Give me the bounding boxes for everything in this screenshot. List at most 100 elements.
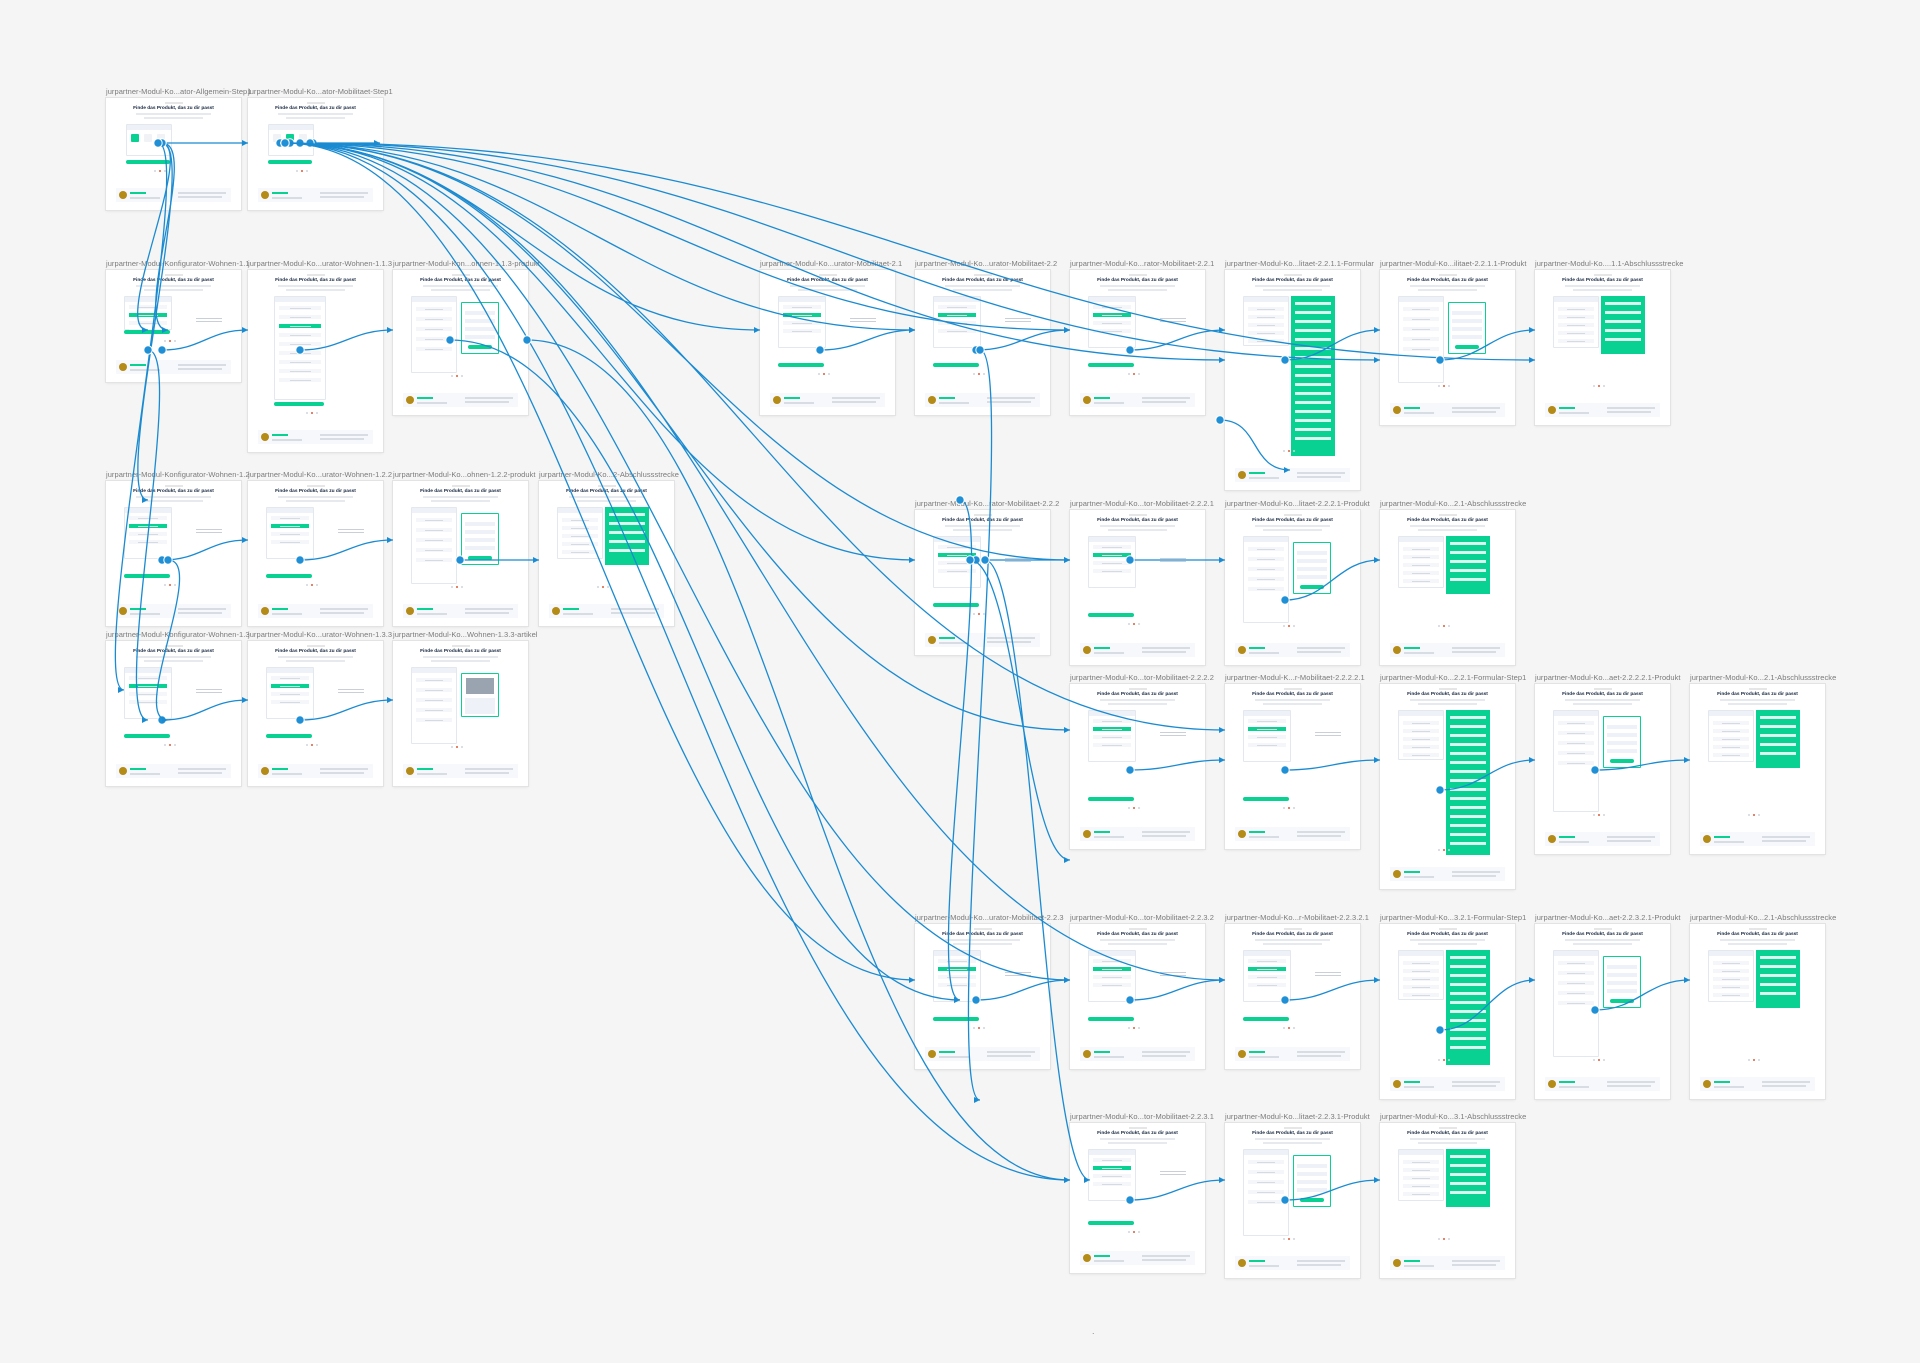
artboard-m22321[interactable]: Finde das Produkt, das zu dir passt	[1225, 924, 1360, 1069]
artboard-w12[interactable]: Finde das Produkt, das zu dir passt	[106, 481, 241, 626]
artboard-m2222[interactable]: Finde das Produkt, das zu dir passt	[1070, 684, 1205, 849]
artboard-m222x[interactable]: Finde das Produkt, das zu dir passt	[915, 510, 1050, 655]
page-dot	[164, 584, 166, 586]
artboard-m22321a[interactable]: Finde das Produkt, das zu dir passt	[1690, 924, 1825, 1099]
answer-option	[937, 553, 977, 557]
question-card	[1088, 536, 1136, 588]
artboard-m2221[interactable]: Finde das Produkt, das zu dir passt	[1070, 510, 1205, 665]
form-field	[1449, 1182, 1487, 1185]
artboard-m22321p[interactable]: Finde das Produkt, das zu dir passt	[1535, 924, 1670, 1099]
artboard-m2211f[interactable]: Finde das Produkt, das zu dir passt	[1225, 270, 1360, 490]
option-label-line	[1102, 720, 1122, 722]
side-note	[1160, 1171, 1186, 1181]
footer-note-line	[272, 613, 302, 615]
artboard-m2221p[interactable]: Finde das Produkt, das zu dir passt	[1225, 510, 1360, 665]
footer-note-line	[1762, 840, 1806, 842]
artboard-m2321fs[interactable]: Finde das Produkt, das zu dir passt	[1380, 924, 1515, 1099]
artboard-title: jurpartner-Modul-Ko...tor-Mobilitaet-2.2…	[1070, 1112, 1214, 1121]
answer-option	[782, 313, 822, 317]
footer-note-line	[465, 401, 509, 403]
rating-stars	[130, 608, 146, 610]
answer-option	[1092, 321, 1132, 325]
summary-row	[1247, 315, 1285, 319]
page-dot	[1593, 385, 1595, 387]
artboard-w113[interactable]: Finde das Produkt, das zu dir passt	[248, 270, 383, 452]
page-dot	[456, 746, 458, 748]
footer-strip	[1080, 1251, 1195, 1265]
artboard-w11[interactable]: Finde das Produkt, das zu dir passt	[106, 270, 241, 382]
artboard-m22[interactable]: Finde das Produkt, das zu dir passt	[915, 270, 1050, 415]
form-field	[608, 522, 646, 525]
summary-line	[1721, 746, 1741, 748]
summary-line	[1411, 978, 1431, 980]
page-dot	[316, 744, 318, 746]
artboard-m2211a[interactable]: Finde das Produkt, das zu dir passt	[1535, 270, 1670, 425]
page-dot	[311, 744, 313, 746]
artboard-w133a[interactable]: Finde das Produkt, das zu dir passt	[393, 641, 528, 786]
reviewer-avatar	[261, 607, 269, 615]
select-product-button	[468, 345, 492, 349]
form-field	[1449, 983, 1487, 986]
summary-card	[557, 507, 603, 559]
artboard-m223[interactable]: Finde das Produkt, das zu dir passt	[915, 924, 1050, 1069]
answer-option	[1247, 975, 1287, 979]
artboard-m2211p[interactable]: Finde das Produkt, das zu dir passt	[1380, 270, 1515, 425]
artboard-m22221[interactable]: Finde das Produkt, das zu dir passt	[1225, 684, 1360, 849]
artboard-m221[interactable]: Finde das Produkt, das zu dir passt	[1070, 270, 1205, 415]
artboard-a1[interactable]: Finde das Produkt, das zu dir passt	[106, 98, 241, 210]
page-dot	[451, 586, 453, 588]
page-dot	[1443, 1238, 1445, 1240]
page-dot	[1293, 450, 1295, 452]
artboard-m2231a[interactable]: Finde das Produkt, das zu dir passt	[1380, 1123, 1515, 1278]
summary-row	[1402, 1184, 1440, 1188]
product-line	[1606, 733, 1638, 737]
artboard-a2[interactable]: Finde das Produkt, das zu dir passt	[248, 98, 383, 210]
artboard-title: jurpartner-Modul-Ko...tor-Mobilitaet-2.2…	[1070, 913, 1214, 922]
artboard-title: jurpartner-Modul-Ko....1.1-Abschlussstre…	[1535, 259, 1684, 268]
artboard-w122p[interactable]: Finde das Produkt, das zu dir passt	[393, 481, 528, 626]
artboard-m22221a[interactable]: Finde das Produkt, das zu dir passt	[1690, 684, 1825, 854]
artboard-m2221fs[interactable]: Finde das Produkt, das zu dir passt	[1380, 684, 1515, 889]
summary-row	[415, 548, 453, 552]
artboard-title: jurpartner-Modul-Ko...ilitaet-2.2.1.1-Pr…	[1380, 259, 1527, 268]
footer-note-line	[611, 612, 655, 614]
summary-card	[1708, 950, 1754, 1002]
artboard-w12a[interactable]: Finde das Produkt, das zu dir passt	[539, 481, 674, 626]
artboard-m2221a[interactable]: Finde das Produkt, das zu dir passt	[1380, 510, 1515, 665]
artboard-w133[interactable]: Finde das Produkt, das zu dir passt	[248, 641, 383, 786]
side-note	[1005, 972, 1031, 982]
artboard-w13[interactable]: Finde das Produkt, das zu dir passt	[106, 641, 241, 786]
artboard-m22221p[interactable]: Finde das Produkt, das zu dir passt	[1535, 684, 1670, 854]
reviewer-avatar	[1083, 1050, 1091, 1058]
artboard-m21[interactable]: Finde das Produkt, das zu dir passt	[760, 270, 895, 415]
page-dot	[1128, 623, 1130, 625]
product-card	[1603, 716, 1641, 768]
footer-note-line	[1142, 401, 1186, 403]
card-header	[1554, 951, 1598, 956]
page-dot	[1138, 623, 1140, 625]
artboard-m2231p[interactable]: Finde das Produkt, das zu dir passt	[1225, 1123, 1360, 1278]
answer-option	[1092, 569, 1132, 573]
artboard-w113p[interactable]: Finde das Produkt, das zu dir passt	[393, 270, 528, 415]
artboard-m2232[interactable]: Finde das Produkt, das zu dir passt	[1070, 924, 1205, 1069]
logo-placeholder	[451, 274, 470, 276]
form-field	[1449, 788, 1487, 791]
next-button	[124, 734, 170, 738]
summary-line	[1566, 982, 1586, 984]
page-dot	[1603, 814, 1605, 816]
summary-row	[1247, 547, 1285, 551]
summary-line	[1411, 308, 1431, 310]
next-button	[1088, 363, 1134, 367]
form-field	[1449, 1164, 1487, 1167]
artboard-w122[interactable]: Finde das Produkt, das zu dir passt	[248, 481, 383, 626]
option-label-line	[280, 693, 300, 695]
footer-note-line	[1094, 836, 1124, 838]
option-label-line	[792, 306, 812, 308]
pagination-dots	[1283, 450, 1297, 452]
page-dot	[301, 170, 303, 172]
option-label-line	[280, 541, 300, 543]
form-field	[1294, 374, 1332, 377]
artboard-m2231[interactable]: Finde das Produkt, das zu dir passt	[1070, 1123, 1205, 1273]
summary-row	[1557, 331, 1595, 335]
